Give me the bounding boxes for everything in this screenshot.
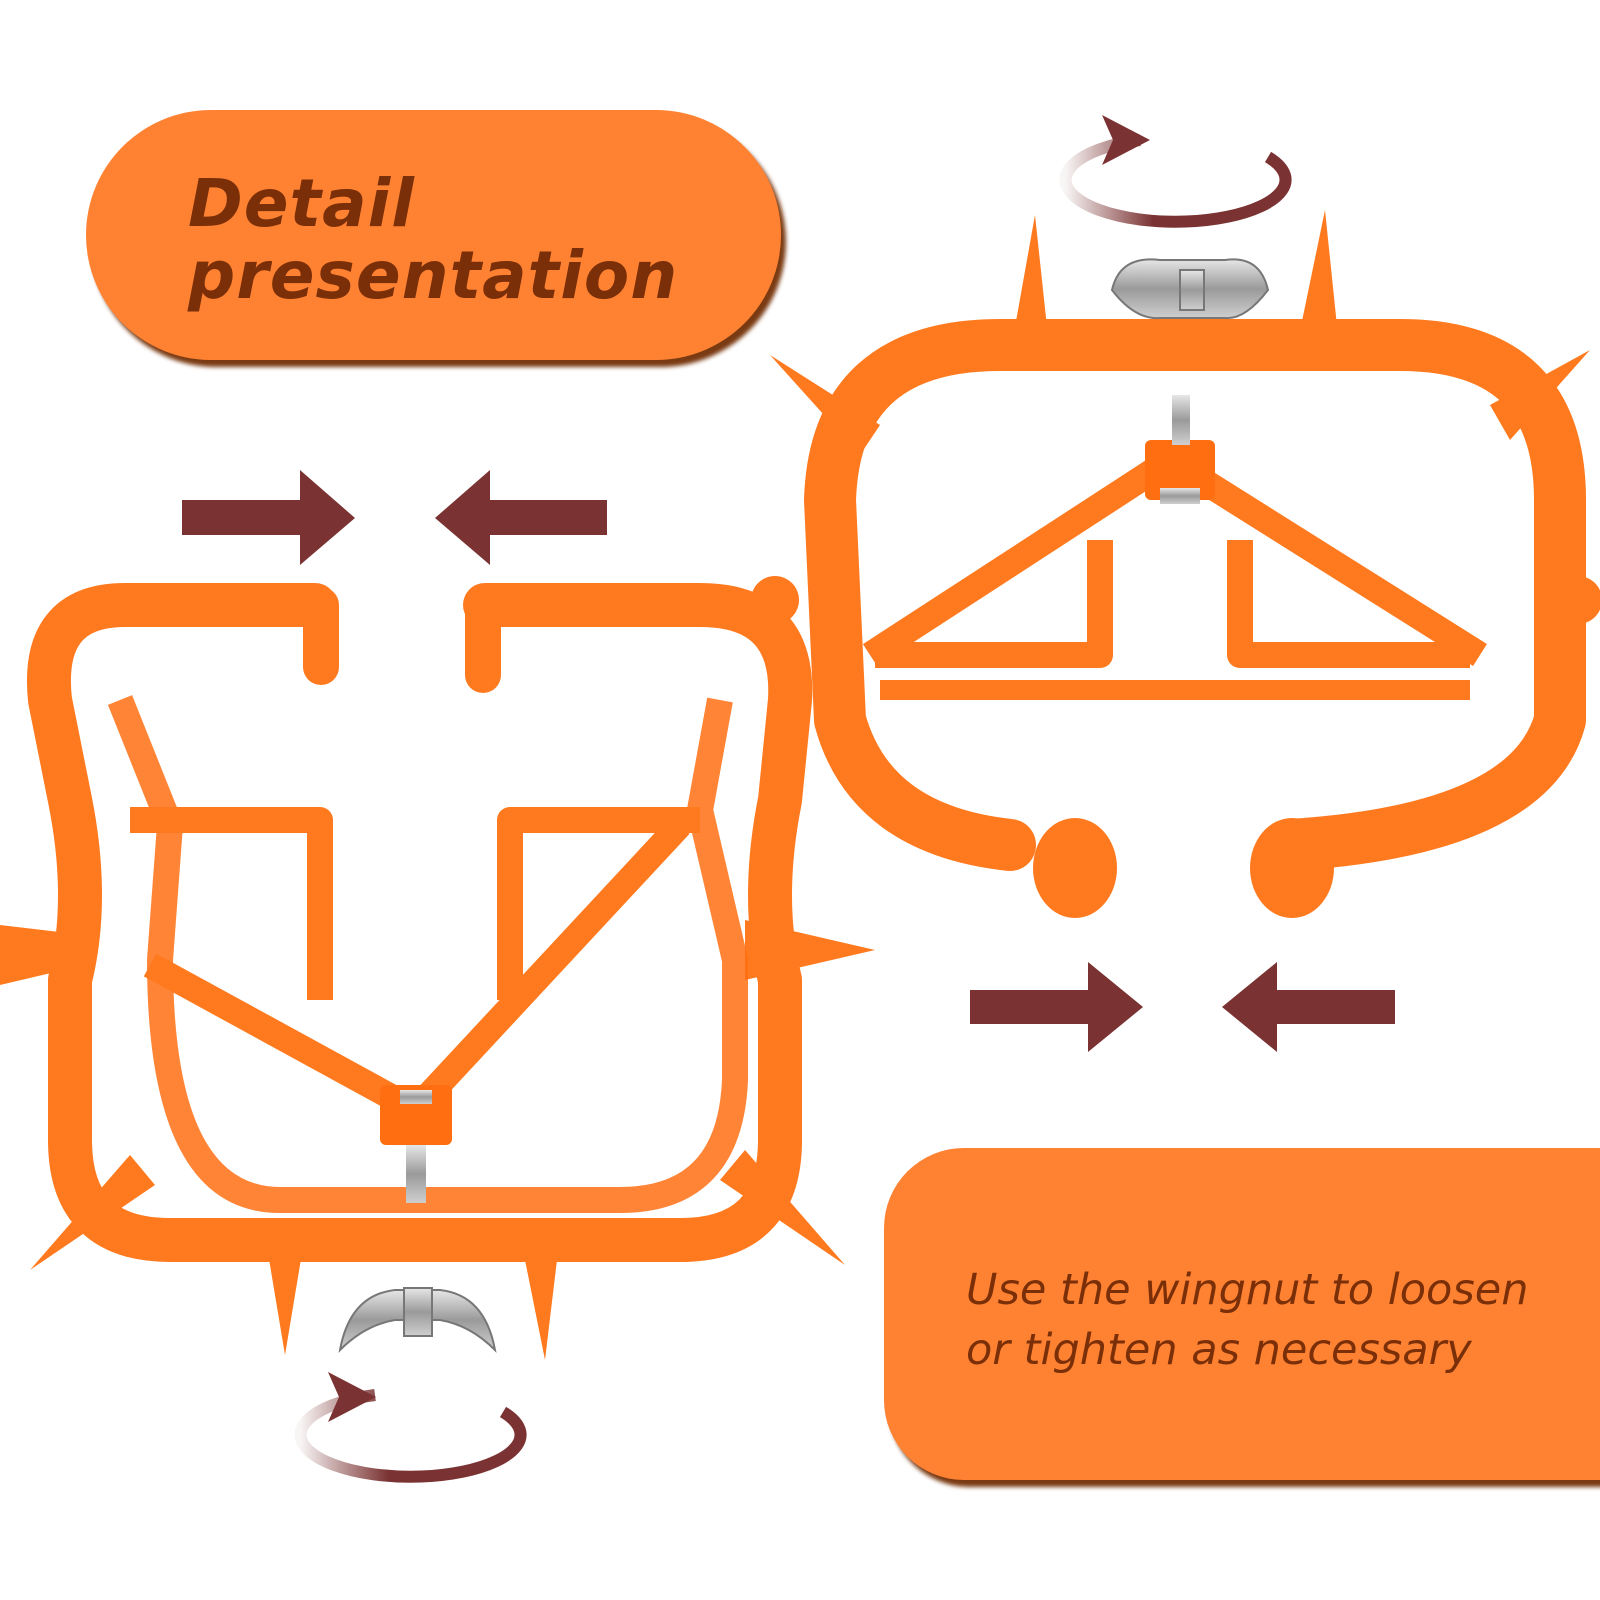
right-nose-ring (751, 210, 1600, 918)
wingnut-icon (338, 1287, 497, 1353)
instruction-line-2: or tighten as necessary (966, 1325, 1472, 1375)
instruction-text: Use the wingnut to loosen or tighten as … (966, 1260, 1586, 1380)
instruction-line-1: Use the wingnut to loosen (966, 1265, 1529, 1315)
title-line-1: Detail (188, 165, 415, 242)
right-screw (1172, 395, 1190, 445)
rotate-icon (1059, 115, 1292, 228)
arrow-left-icon (435, 470, 607, 565)
arrow-left-icon (1222, 962, 1395, 1052)
left-screw (406, 1145, 426, 1203)
arrow-right-icon (182, 470, 355, 565)
wingnut-icon (1110, 258, 1270, 320)
title-line-2: presentation (188, 237, 679, 314)
arrow-right-icon (970, 962, 1143, 1052)
title-banner: Detail presentation (86, 110, 781, 360)
rotate-icon (294, 1372, 527, 1483)
page-title: Detail presentation (188, 168, 678, 312)
instruction-banner: Use the wingnut to loosen or tighten as … (884, 1148, 1600, 1480)
left-nose-ring (0, 583, 875, 1360)
